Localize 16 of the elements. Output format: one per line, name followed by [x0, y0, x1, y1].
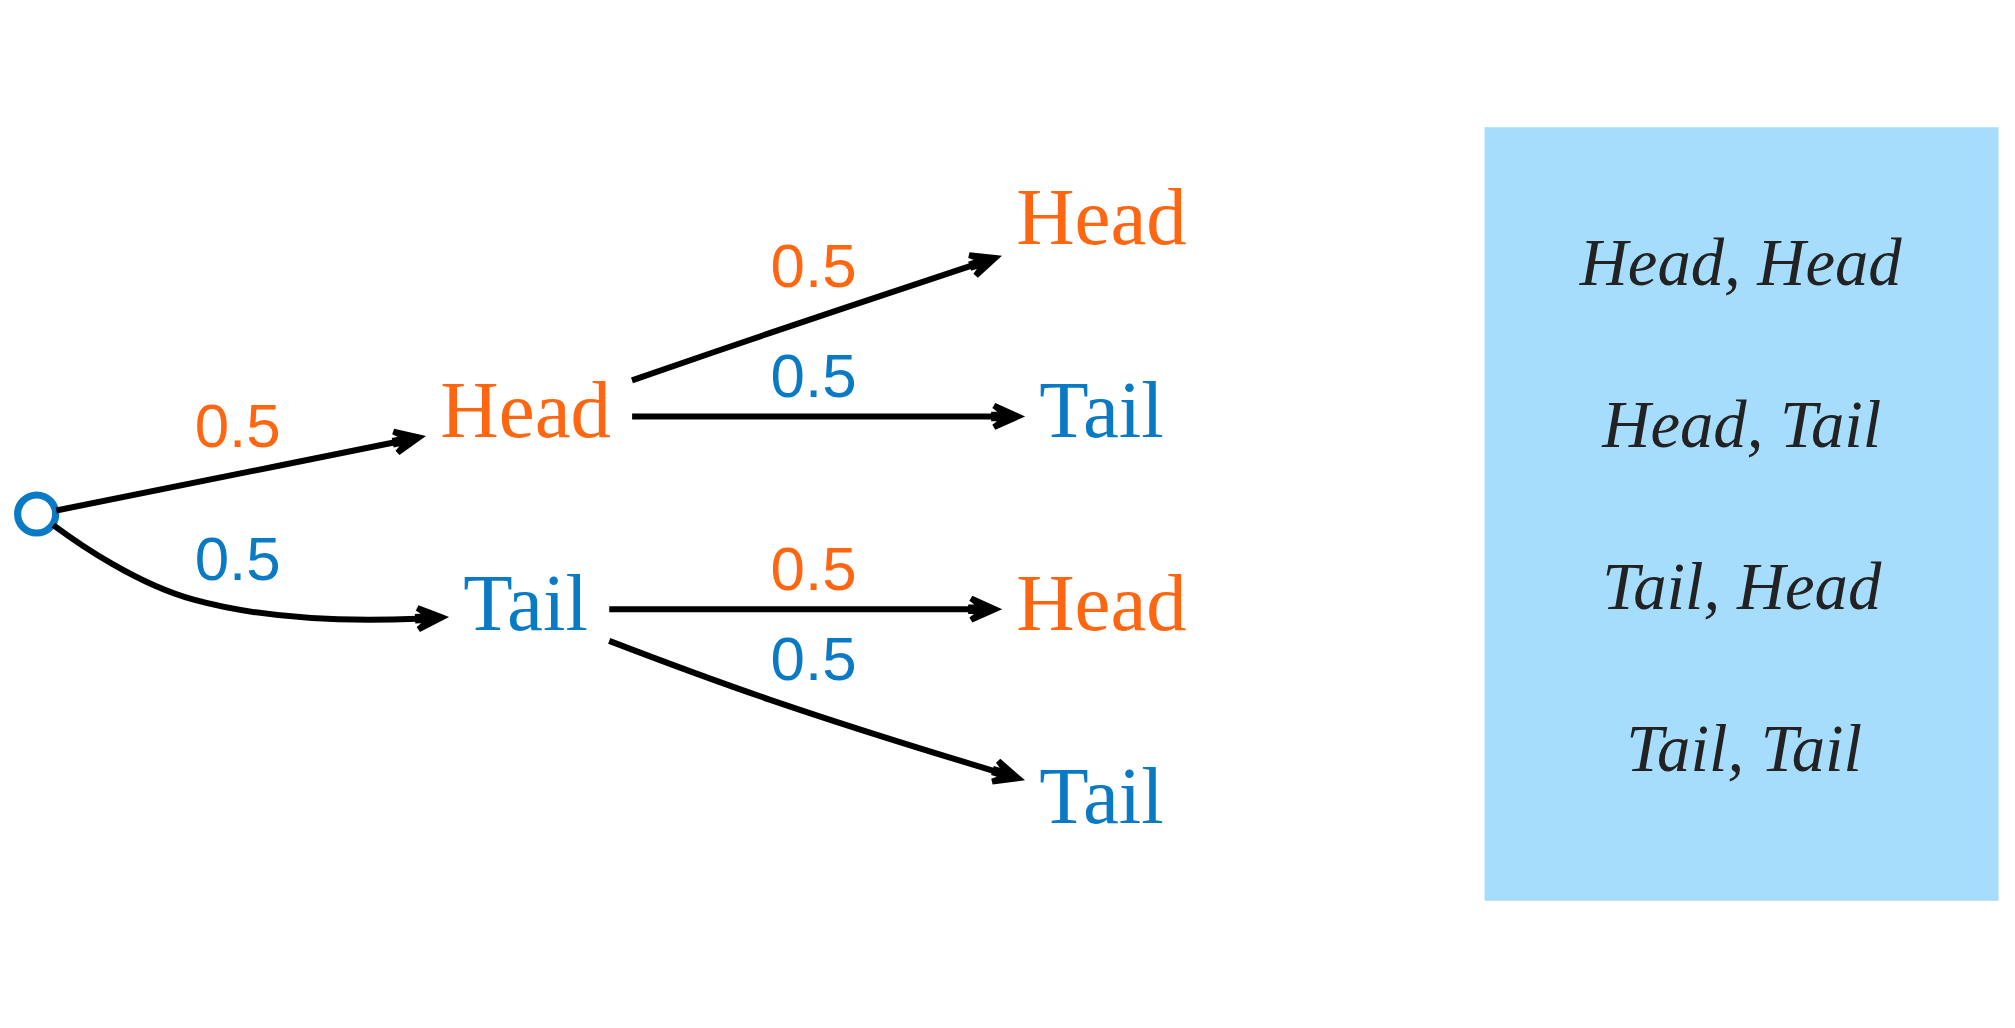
node-box: Head, Head Head, Tail Tail, Head Tail, Tail [1484, 127, 1999, 901]
node-circle [14, 491, 60, 537]
edge-label: 0.5 [770, 231, 857, 301]
edge-label: 0.5 [770, 624, 857, 694]
arrow [608, 638, 1022, 785]
edge-label: 0.5 [770, 340, 857, 410]
edge-label: 0.5 [194, 390, 281, 460]
node-text: Head [1016, 557, 1187, 647]
edge-label: 0.5 [770, 533, 857, 603]
node-text: Head [1016, 172, 1187, 262]
node-text: Head [440, 365, 611, 455]
node-text: Tail [463, 557, 588, 647]
node-text: Tail [1039, 750, 1164, 840]
edge-label: 0.5 [194, 524, 281, 594]
node-text: Tail [1039, 365, 1164, 455]
arrow [631, 252, 999, 384]
